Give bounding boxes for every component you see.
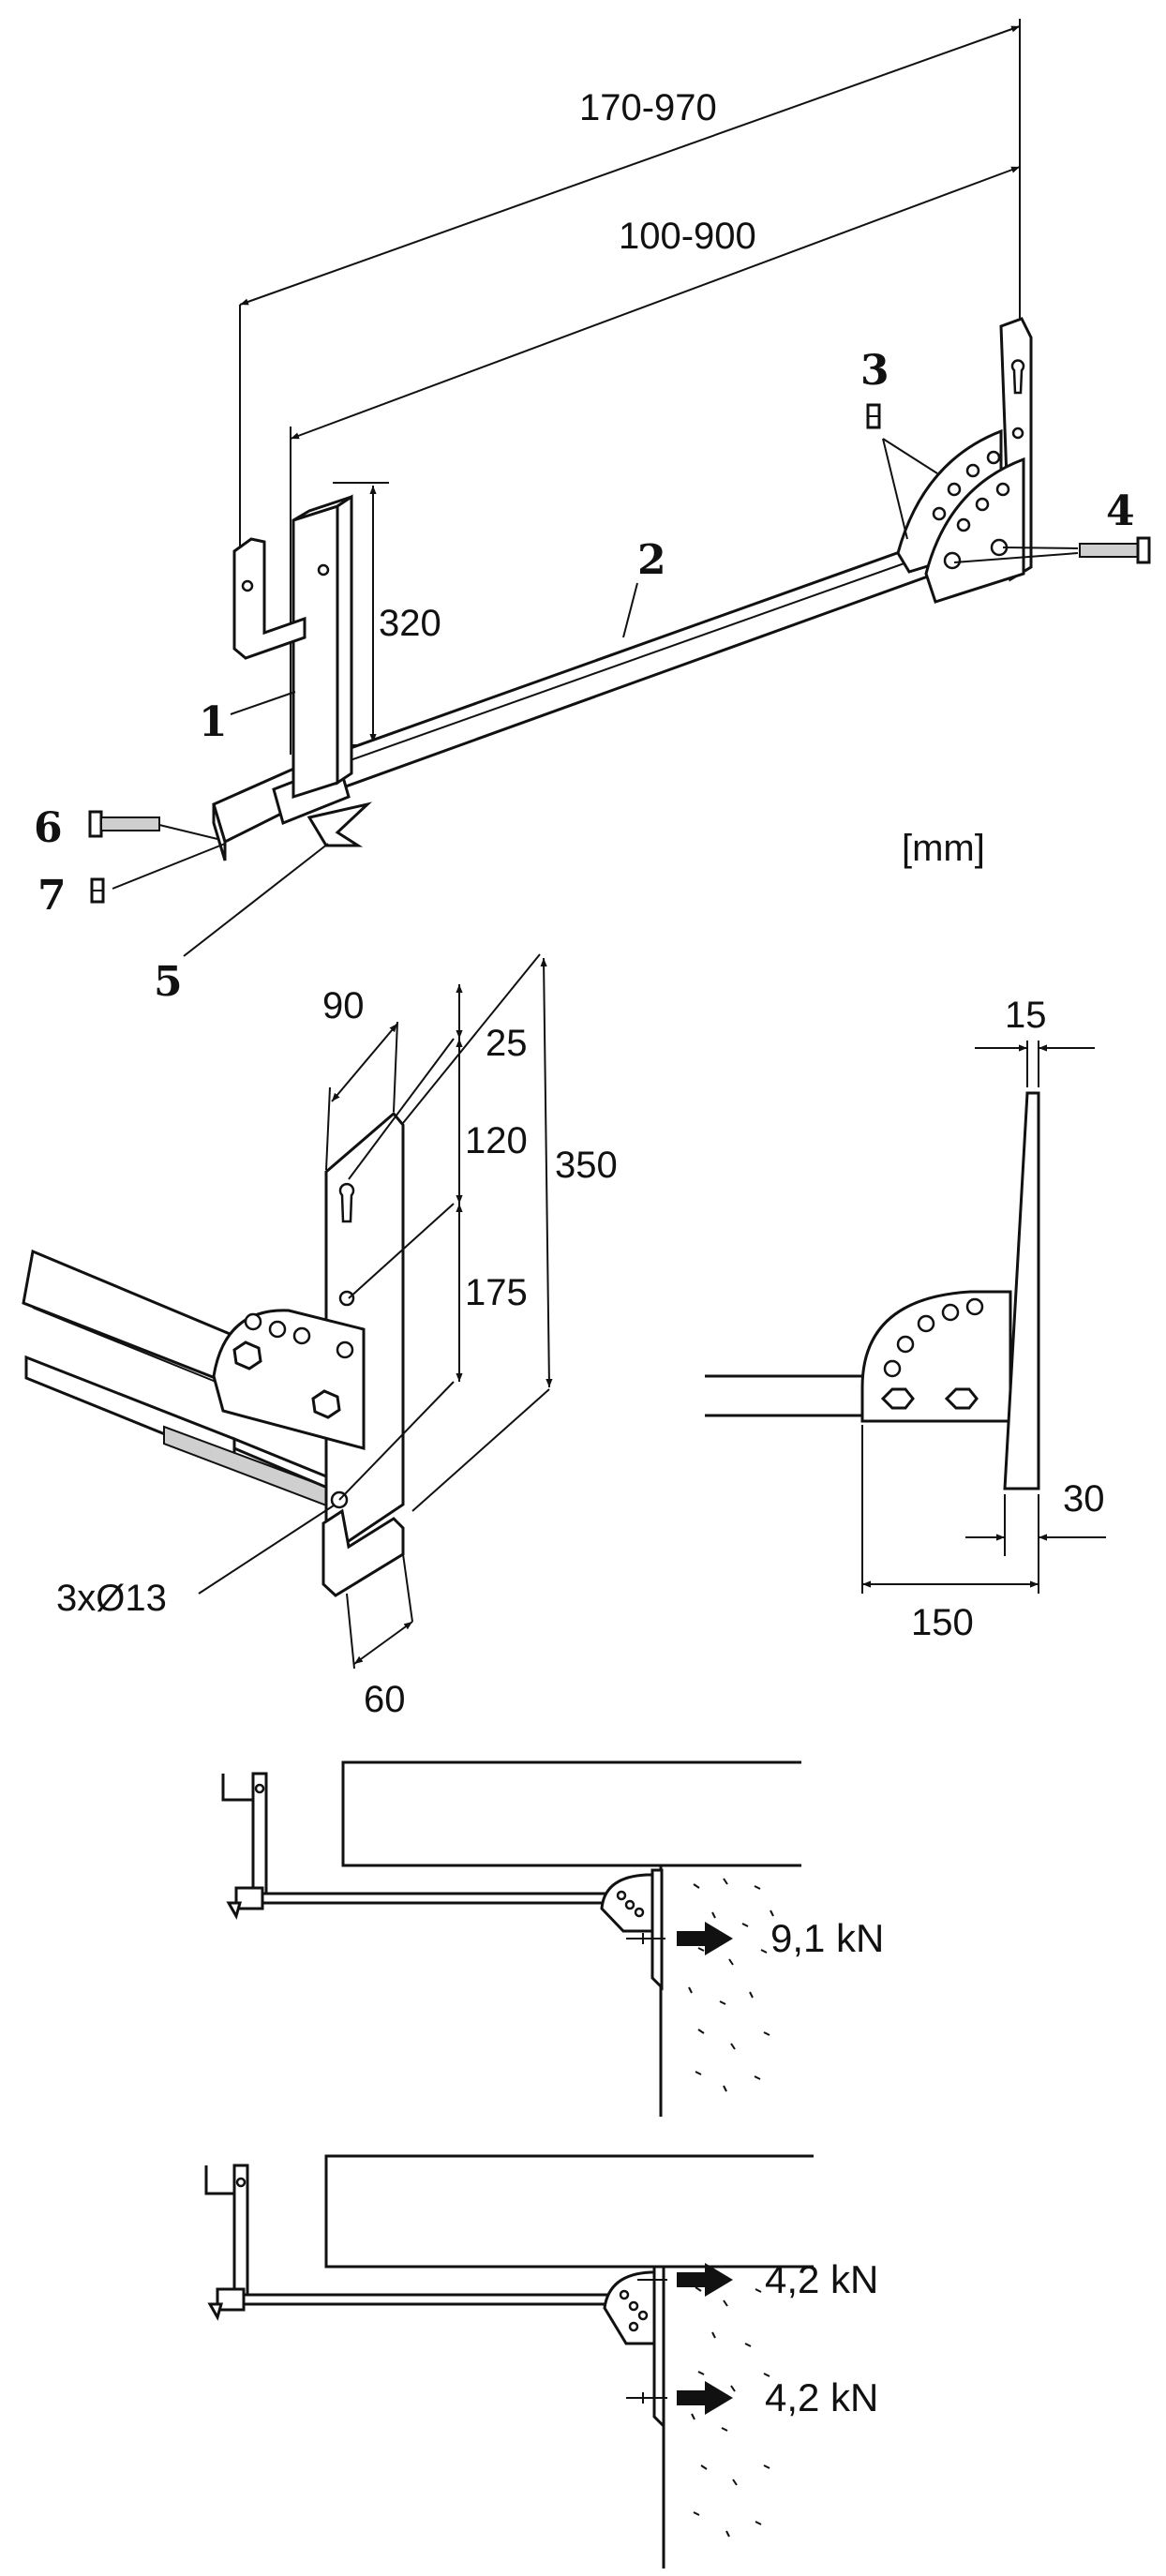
main-tube — [296, 542, 937, 801]
detail-tube — [22, 1249, 236, 1388]
dimension-top-thickness: 15 — [1005, 995, 1047, 1036]
load-arrow-lower — [677, 2381, 733, 2415]
bolt-part-4 — [1079, 536, 1151, 564]
dimension-bracket-width-bottom: 60 — [364, 1679, 406, 1720]
detail-gusset — [212, 1309, 366, 1450]
dimension-bottom-thickness: 30 — [1063, 1478, 1105, 1520]
nut-part-7 — [90, 877, 105, 904]
load-arrow-upper — [677, 2263, 733, 2297]
load-single: 9,1 kN — [770, 1916, 884, 1960]
nut-part-3 — [866, 403, 881, 429]
part-number-6: 6 — [34, 804, 63, 852]
installation-double-anchor: 4,2 kN 4,2 kN — [204, 2154, 878, 2569]
hook-bracket — [232, 537, 306, 660]
bracket-side-view: 15 30 150 — [705, 995, 1106, 1643]
load-lower: 4,2 kN — [765, 2375, 878, 2419]
installation-single-anchor: 9,1 kN — [221, 1760, 884, 2117]
part-number-4: 4 — [1106, 487, 1135, 535]
unit-label: [mm] — [902, 828, 985, 869]
load-upper: 4,2 kN — [765, 2257, 878, 2301]
side-wall-plate — [1003, 1091, 1040, 1490]
dimension-line-inner — [290, 166, 1021, 440]
floor-slab — [341, 1760, 801, 1867]
dimension-slot-spacing: 120 — [465, 1120, 528, 1161]
dimension-bracket-height: 350 — [555, 1145, 618, 1186]
bracket-detail-view: 90 25 120 175 350 60 3xØ13 — [22, 953, 618, 1720]
detail-channel-flange — [321, 1508, 405, 1597]
dimension-inner-length: 100-900 — [619, 216, 756, 257]
floor-slab-2 — [324, 2154, 814, 2269]
install-tube — [244, 1892, 608, 1905]
dimension-bracket-width-top: 90 — [322, 985, 365, 1026]
part-number-2: 2 — [637, 536, 666, 584]
dimension-upright-height: 320 — [379, 603, 441, 644]
dimension-line-overall — [239, 25, 1021, 306]
bolt-part-6 — [88, 810, 160, 838]
dimension-overall-length: 170-970 — [579, 87, 717, 128]
upright-post — [292, 503, 339, 800]
dimension-top-offset: 25 — [486, 1023, 528, 1064]
dimension-hole-spacing: 175 — [465, 1272, 528, 1313]
part-number-5: 5 — [154, 958, 183, 1006]
part-number-7: 7 — [37, 872, 67, 920]
dimension-plate-depth: 150 — [911, 1602, 974, 1643]
load-arrow-single — [677, 1922, 733, 1955]
assembly-view: 170-970 100-900 320 — [34, 19, 1151, 1006]
part-number-3: 3 — [860, 347, 889, 395]
keyhole-slot — [1010, 359, 1025, 395]
part-number-1: 1 — [199, 698, 228, 746]
install-tube-2 — [225, 2293, 611, 2306]
label-holes: 3xØ13 — [56, 1578, 167, 1619]
wedge-pin — [306, 801, 373, 847]
